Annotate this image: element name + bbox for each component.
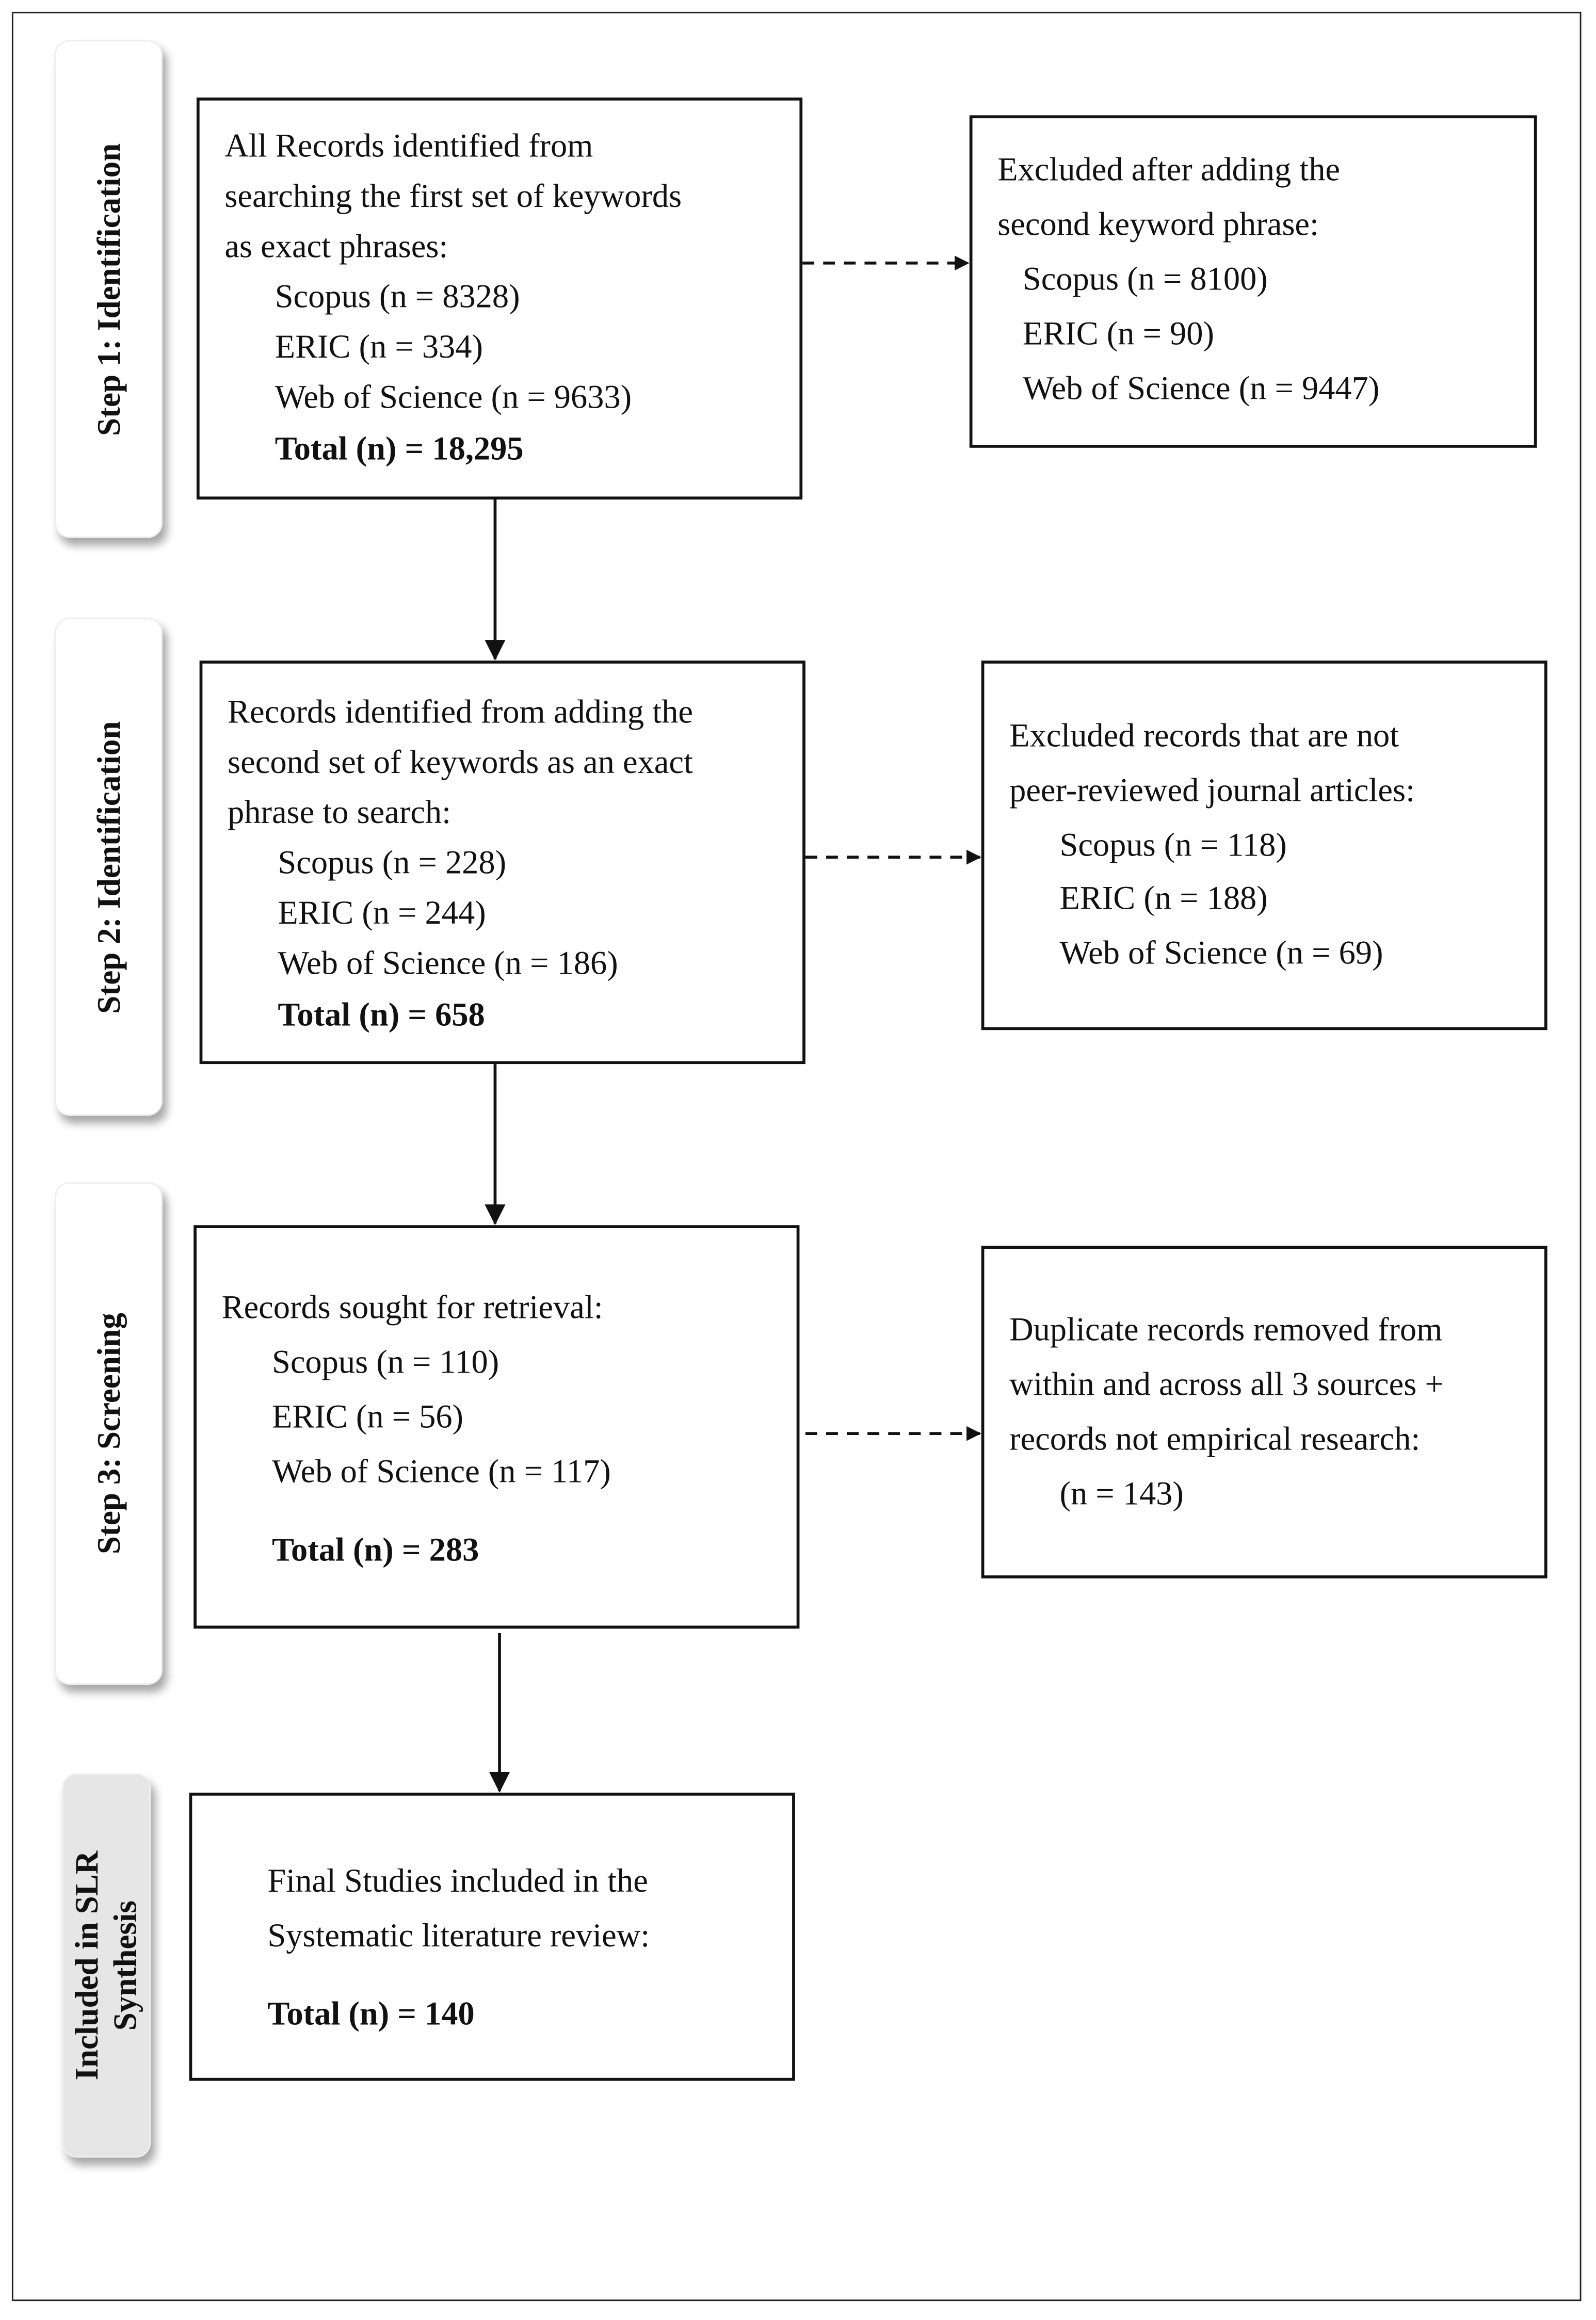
total-count: Total (n) = 140 xyxy=(267,1995,475,2032)
step3-records-box: Records sought for retrieval: Scopus (n … xyxy=(194,1225,800,1629)
step1-label: Step 1: Identification xyxy=(54,40,163,538)
step2-label: Step 2: Identification xyxy=(54,618,163,1116)
box-text: Final Studies included in the xyxy=(267,1862,648,1899)
source-count: Scopus (n = 110) xyxy=(271,1343,499,1380)
source-count: Scopus (n = 8328) xyxy=(275,278,520,315)
box-text: All Records identified from xyxy=(224,127,593,164)
source-count: Web of Science (n = 117) xyxy=(271,1453,611,1490)
box-text: as exact phrases: xyxy=(224,228,448,265)
step3-excluded-box: Duplicate records removed from within an… xyxy=(981,1246,1547,1578)
final-studies-box: Final Studies included in the Systematic… xyxy=(189,1793,795,2081)
source-count: Web of Science (n = 69) xyxy=(1059,934,1383,971)
box-text: Excluded after adding the xyxy=(997,151,1341,188)
source-count: Scopus (n = 118) xyxy=(1059,826,1287,863)
total-count: Total (n) = 283 xyxy=(271,1531,479,1568)
source-count: Web of Science (n = 9447) xyxy=(1022,369,1380,407)
box-text: Systematic literature review: xyxy=(267,1916,650,1954)
box-text: peer-reviewed journal articles: xyxy=(1009,771,1415,809)
box-text: searching the first set of keywords xyxy=(224,177,682,215)
source-count: ERIC (n = 90) xyxy=(1022,315,1214,352)
source-count: ERIC (n = 56) xyxy=(271,1398,464,1435)
total-count: Total (n) = 18,295 xyxy=(275,430,524,468)
step2-records-box: Records identified from adding the secon… xyxy=(199,660,805,1065)
step1-records-box: All Records identified from searching th… xyxy=(196,98,803,500)
source-count: (n = 143) xyxy=(1059,1475,1184,1512)
box-text: second set of keywords as an exact xyxy=(228,743,693,781)
box-text: Excluded records that are not xyxy=(1009,717,1399,754)
box-text: phrase to search: xyxy=(228,793,452,831)
box-text: within and across all 3 sources + xyxy=(1009,1365,1444,1403)
source-count: Scopus (n = 8100) xyxy=(1022,260,1268,297)
source-count: Scopus (n = 228) xyxy=(278,844,507,881)
step1-excluded-box: Excluded after adding the second keyword… xyxy=(969,115,1537,448)
box-text: Duplicate records removed from xyxy=(1009,1311,1443,1348)
box-text: second keyword phrase: xyxy=(997,205,1319,243)
diagram-frame xyxy=(11,11,1582,2301)
source-count: Web of Science (n = 9633) xyxy=(275,378,632,415)
source-count: Web of Science (n = 186) xyxy=(278,944,618,981)
step3-label: Step 3: Screening xyxy=(54,1182,163,1685)
box-text: Records identified from adding the xyxy=(228,693,693,730)
source-count: ERIC (n = 244) xyxy=(278,894,486,931)
source-count: ERIC (n = 188) xyxy=(1059,879,1268,916)
total-count: Total (n) = 658 xyxy=(278,996,485,1033)
source-count: ERIC (n = 334) xyxy=(275,328,483,365)
box-text: Records sought for retrieval: xyxy=(221,1288,603,1326)
step2-excluded-box: Excluded records that are not peer-revie… xyxy=(981,660,1547,1030)
box-text: records not empirical research: xyxy=(1009,1420,1421,1457)
